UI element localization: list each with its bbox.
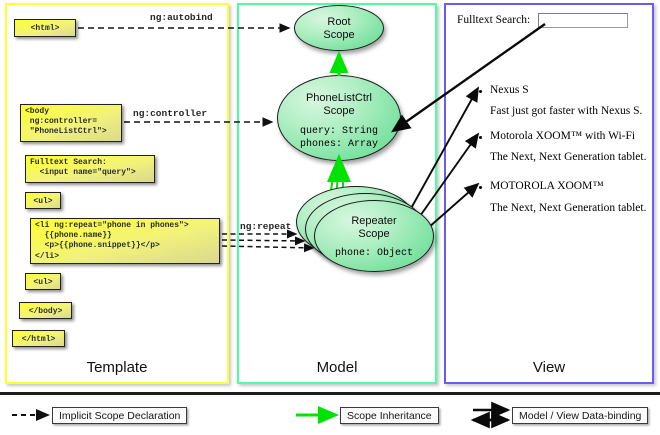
code-box-body-controller: <body ng:controller= "PhoneListCtrl"> [20, 104, 122, 142]
column-label-view: View [532, 359, 566, 376]
repeater-title-line2: Scope [358, 228, 390, 240]
view-phone-name-2: MOTOROLA XOOM™ [490, 180, 604, 192]
view-search-input[interactable] [538, 13, 628, 28]
connector-label-ng-controller: ng:controller [133, 108, 208, 119]
code-box-fulltext-search: Fulltext Search: <input name="query"> [25, 155, 155, 183]
legend-item-implicit-scope-declaration: Implicit Scope Declaration [52, 407, 188, 424]
view-bullet-0 [479, 90, 482, 93]
view-phone-snippet-0: Fast just got faster with Nexus S. [490, 105, 643, 117]
view-phone-name-0: Nexus S [490, 84, 529, 96]
code-box-li-ng-repeat: <li ng:repeat="phone in phones"> {{phone… [30, 218, 220, 264]
column-label-model: Model [316, 359, 358, 376]
code-box-ul-close: <ul> [25, 273, 61, 290]
view-bullet-1 [479, 136, 482, 139]
view-phone-snippet-2: The Next, Next Generation tablet. [490, 202, 647, 214]
root-scope-title-line2: Scope [323, 29, 355, 41]
code-box-ul-open: <ul> [25, 192, 61, 209]
code-box-body-close: </body> [19, 302, 72, 319]
phonelistctrl-prop-phones: phones: Array [299, 139, 378, 150]
phonelistctrl-title-line2: Scope [323, 105, 355, 117]
connector-label-ng-autobind: ng:autobind [150, 12, 213, 23]
view-search-label: Fulltext Search: [457, 14, 531, 26]
root-scope-title-line1: Root [327, 16, 351, 28]
phonelistctrl-prop-query: query: String [299, 126, 378, 137]
view-phone-name-1: Motorola XOOM™ with Wi-Fi [490, 130, 636, 142]
scope-ellipse-repeater: Repeater Scope phone: Object [314, 200, 434, 272]
column-label-template: Template [86, 359, 148, 376]
legend-item-model-view-data-binding: Model / View Data-binding [512, 407, 649, 424]
code-box-html-close: </html> [12, 330, 65, 347]
column-view: View [444, 3, 654, 384]
view-phone-snippet-1: The Next, Next Generation tablet. [490, 151, 647, 163]
legend-divider [0, 392, 660, 395]
repeater-title-line1: Repeater [351, 215, 397, 227]
repeater-prop-phone: phone: Object [334, 248, 413, 259]
view-bullet-2 [479, 186, 482, 189]
connector-label-ng-repeat: ng:repeat [240, 221, 292, 232]
scope-ellipse-phonelistctrl: PhoneListCtrl Scope query: String phones… [277, 75, 401, 161]
code-box-html-open: <html> [14, 19, 76, 37]
scope-ellipse-root: Root Scope [294, 5, 384, 51]
phonelistctrl-title-line1: PhoneListCtrl [305, 92, 373, 104]
legend-item-scope-inheritance: Scope Inheritance [340, 407, 439, 424]
